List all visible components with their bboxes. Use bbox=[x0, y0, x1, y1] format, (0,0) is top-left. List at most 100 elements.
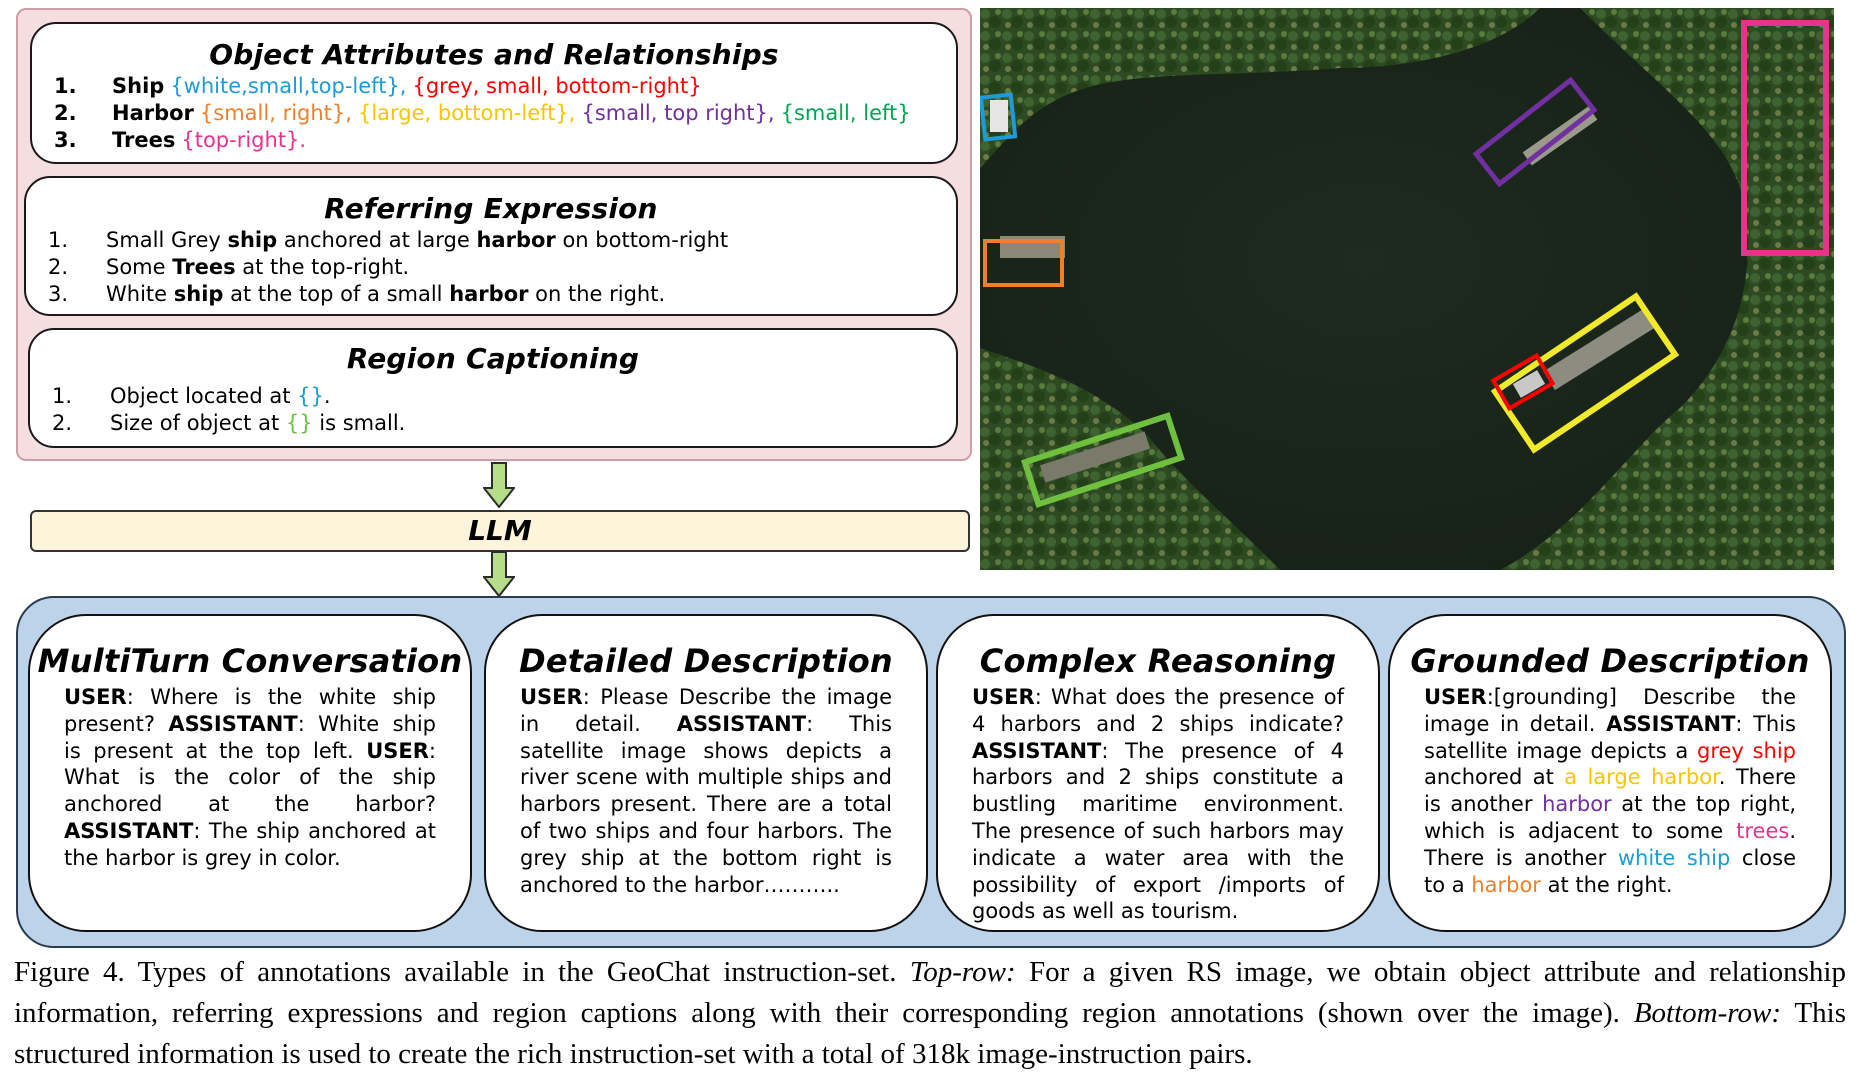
attribute-group: {small, top right}, bbox=[581, 100, 774, 127]
object-label: Trees bbox=[112, 127, 175, 154]
text-segment: a large harbor bbox=[1564, 765, 1719, 789]
text-segment: White bbox=[106, 282, 174, 306]
text-segment: on the right. bbox=[528, 282, 665, 306]
text-segment: harbor bbox=[476, 228, 555, 252]
text-segment: Small Grey bbox=[106, 228, 227, 252]
text-segment: ASSISTANT bbox=[677, 712, 806, 736]
text-segment: USER bbox=[366, 739, 429, 763]
referring-row: 2.Some Trees at the top-right. bbox=[48, 254, 956, 281]
text-segment: at the top-right. bbox=[236, 255, 410, 279]
text-segment: ASSISTANT bbox=[168, 712, 297, 736]
attribute-group: {small, left} bbox=[781, 100, 911, 127]
attributes-title: Object Attributes and Relationships bbox=[32, 38, 956, 71]
grounded-title: Grounded Description bbox=[1390, 642, 1830, 680]
row-text: Object located at {}. bbox=[110, 383, 331, 410]
row-number: 1. bbox=[54, 73, 112, 100]
text-segment: Object located at bbox=[110, 384, 297, 408]
text-segment: ASSISTANT bbox=[1606, 712, 1735, 736]
text-segment: white ship bbox=[1618, 846, 1730, 870]
multiturn-text: USER: Where is the white ship present? A… bbox=[64, 684, 436, 872]
detailed-text: USER: Please Describe the image in detai… bbox=[520, 684, 892, 898]
caption-segment: Top-row: bbox=[910, 956, 1016, 988]
white-ship bbox=[990, 100, 1008, 132]
down-arrow-icon bbox=[483, 551, 515, 597]
attributes-card: Object Attributes and Relationships 1.Sh… bbox=[30, 22, 958, 164]
down-arrow-icon bbox=[483, 462, 515, 508]
row-number: 2. bbox=[48, 254, 106, 281]
text-segment: USER bbox=[64, 685, 127, 709]
complex-title: Complex Reasoning bbox=[938, 642, 1378, 680]
referring-row: 3.White ship at the top of a small harbo… bbox=[48, 281, 956, 308]
text-segment: Size of object at bbox=[110, 411, 286, 435]
text-segment: grey ship bbox=[1697, 739, 1796, 763]
attribute-group: {white,small,top-left}, bbox=[170, 73, 406, 100]
text-segment: at the top of a small bbox=[223, 282, 449, 306]
text-segment: harbor bbox=[1471, 873, 1541, 897]
referring-card: Referring Expression 1.Small Grey ship a… bbox=[24, 176, 958, 316]
attribute-group: {grey, small, bottom-right} bbox=[412, 73, 701, 100]
text-segment: : The presence of 4 harbors and 2 ships … bbox=[972, 739, 1344, 924]
complex-text: USER: What does the presence of 4 harbor… bbox=[972, 684, 1344, 925]
text-segment: USER bbox=[520, 685, 583, 709]
multiturn-card: MultiTurn Conversation USER: Where is th… bbox=[28, 614, 472, 932]
text-segment: anchored at bbox=[1424, 765, 1564, 789]
llm-bar: LLM bbox=[30, 510, 970, 552]
grounded-card: Grounded Description USER:[grounding] De… bbox=[1388, 614, 1832, 932]
row-text: Small Grey ship anchored at large harbor… bbox=[106, 227, 728, 254]
row-number: 2. bbox=[52, 410, 110, 437]
annotation-source-panel: Object Attributes and Relationships 1.Sh… bbox=[16, 8, 972, 461]
satellite-image bbox=[980, 8, 1834, 570]
text-segment: USER bbox=[1424, 685, 1487, 709]
attribute-row: 2.Harbor{small, right},{large, bottom-le… bbox=[54, 100, 956, 127]
attributes-list: 1.Ship{white,small,top-left},{grey, smal… bbox=[54, 73, 956, 154]
text-segment: {} bbox=[297, 384, 324, 408]
row-number: 1. bbox=[52, 383, 110, 410]
row-number: 1. bbox=[48, 227, 106, 254]
text-segment: ASSISTANT bbox=[64, 819, 193, 843]
text-segment: on bottom-right bbox=[556, 228, 728, 252]
region-list: 1.Object located at {}.2.Size of object … bbox=[52, 383, 956, 437]
figure-caption: Figure 4. Types of annotations available… bbox=[14, 952, 1846, 1075]
region-title: Region Captioning bbox=[30, 342, 956, 375]
attribute-row: 3.Trees{top-right}. bbox=[54, 127, 956, 154]
text-segment: : This satellite image shows depicts a r… bbox=[520, 712, 892, 897]
text-segment: USER bbox=[972, 685, 1035, 709]
detailed-title: Detailed Description bbox=[486, 642, 926, 680]
row-text: Size of object at {} is small. bbox=[110, 410, 405, 437]
attribute-row: 1.Ship{white,small,top-left},{grey, smal… bbox=[54, 73, 956, 100]
row-text: White ship at the top of a small harbor … bbox=[106, 281, 665, 308]
caption-segment: Figure 4. Types of annotations available… bbox=[14, 956, 910, 988]
grounded-text: USER:[grounding] Describe the image in d… bbox=[1424, 684, 1796, 898]
detailed-card: Detailed Description USER: Please Descri… bbox=[484, 614, 928, 932]
row-number: 2. bbox=[54, 100, 112, 127]
complex-card: Complex Reasoning USER: What does the pr… bbox=[936, 614, 1380, 932]
text-segment: ship bbox=[174, 282, 224, 306]
region-row: 1.Object located at {}. bbox=[52, 383, 956, 410]
row-number: 3. bbox=[54, 127, 112, 154]
text-segment: at the right. bbox=[1541, 873, 1673, 897]
row-text: Some Trees at the top-right. bbox=[106, 254, 409, 281]
region-row: 2.Size of object at {} is small. bbox=[52, 410, 956, 437]
caption-segment: Bottom-row: bbox=[1634, 997, 1781, 1029]
text-segment: anchored at large bbox=[277, 228, 476, 252]
region-card: Region Captioning 1.Object located at {}… bbox=[28, 328, 958, 448]
referring-list: 1.Small Grey ship anchored at large harb… bbox=[48, 227, 956, 308]
text-segment: ASSISTANT bbox=[972, 739, 1101, 763]
text-segment: harbor bbox=[449, 282, 528, 306]
text-segment: trees bbox=[1736, 819, 1789, 843]
text-segment: harbor bbox=[1542, 792, 1612, 816]
referring-row: 1.Small Grey ship anchored at large harb… bbox=[48, 227, 956, 254]
multiturn-title: MultiTurn Conversation bbox=[30, 642, 470, 680]
referring-title: Referring Expression bbox=[26, 192, 956, 225]
text-segment: ship bbox=[227, 228, 277, 252]
text-segment: is small. bbox=[313, 411, 406, 435]
attribute-group: {top-right}. bbox=[181, 127, 306, 154]
object-label: Harbor bbox=[112, 100, 194, 127]
attribute-group: {large, bottom-left}, bbox=[358, 100, 576, 127]
row-number: 3. bbox=[48, 281, 106, 308]
instruction-set-panel: MultiTurn Conversation USER: Where is th… bbox=[16, 596, 1846, 948]
text-segment: {} bbox=[286, 411, 313, 435]
text-segment: Trees bbox=[172, 255, 235, 279]
object-label: Ship bbox=[112, 73, 164, 100]
text-segment: Some bbox=[106, 255, 172, 279]
